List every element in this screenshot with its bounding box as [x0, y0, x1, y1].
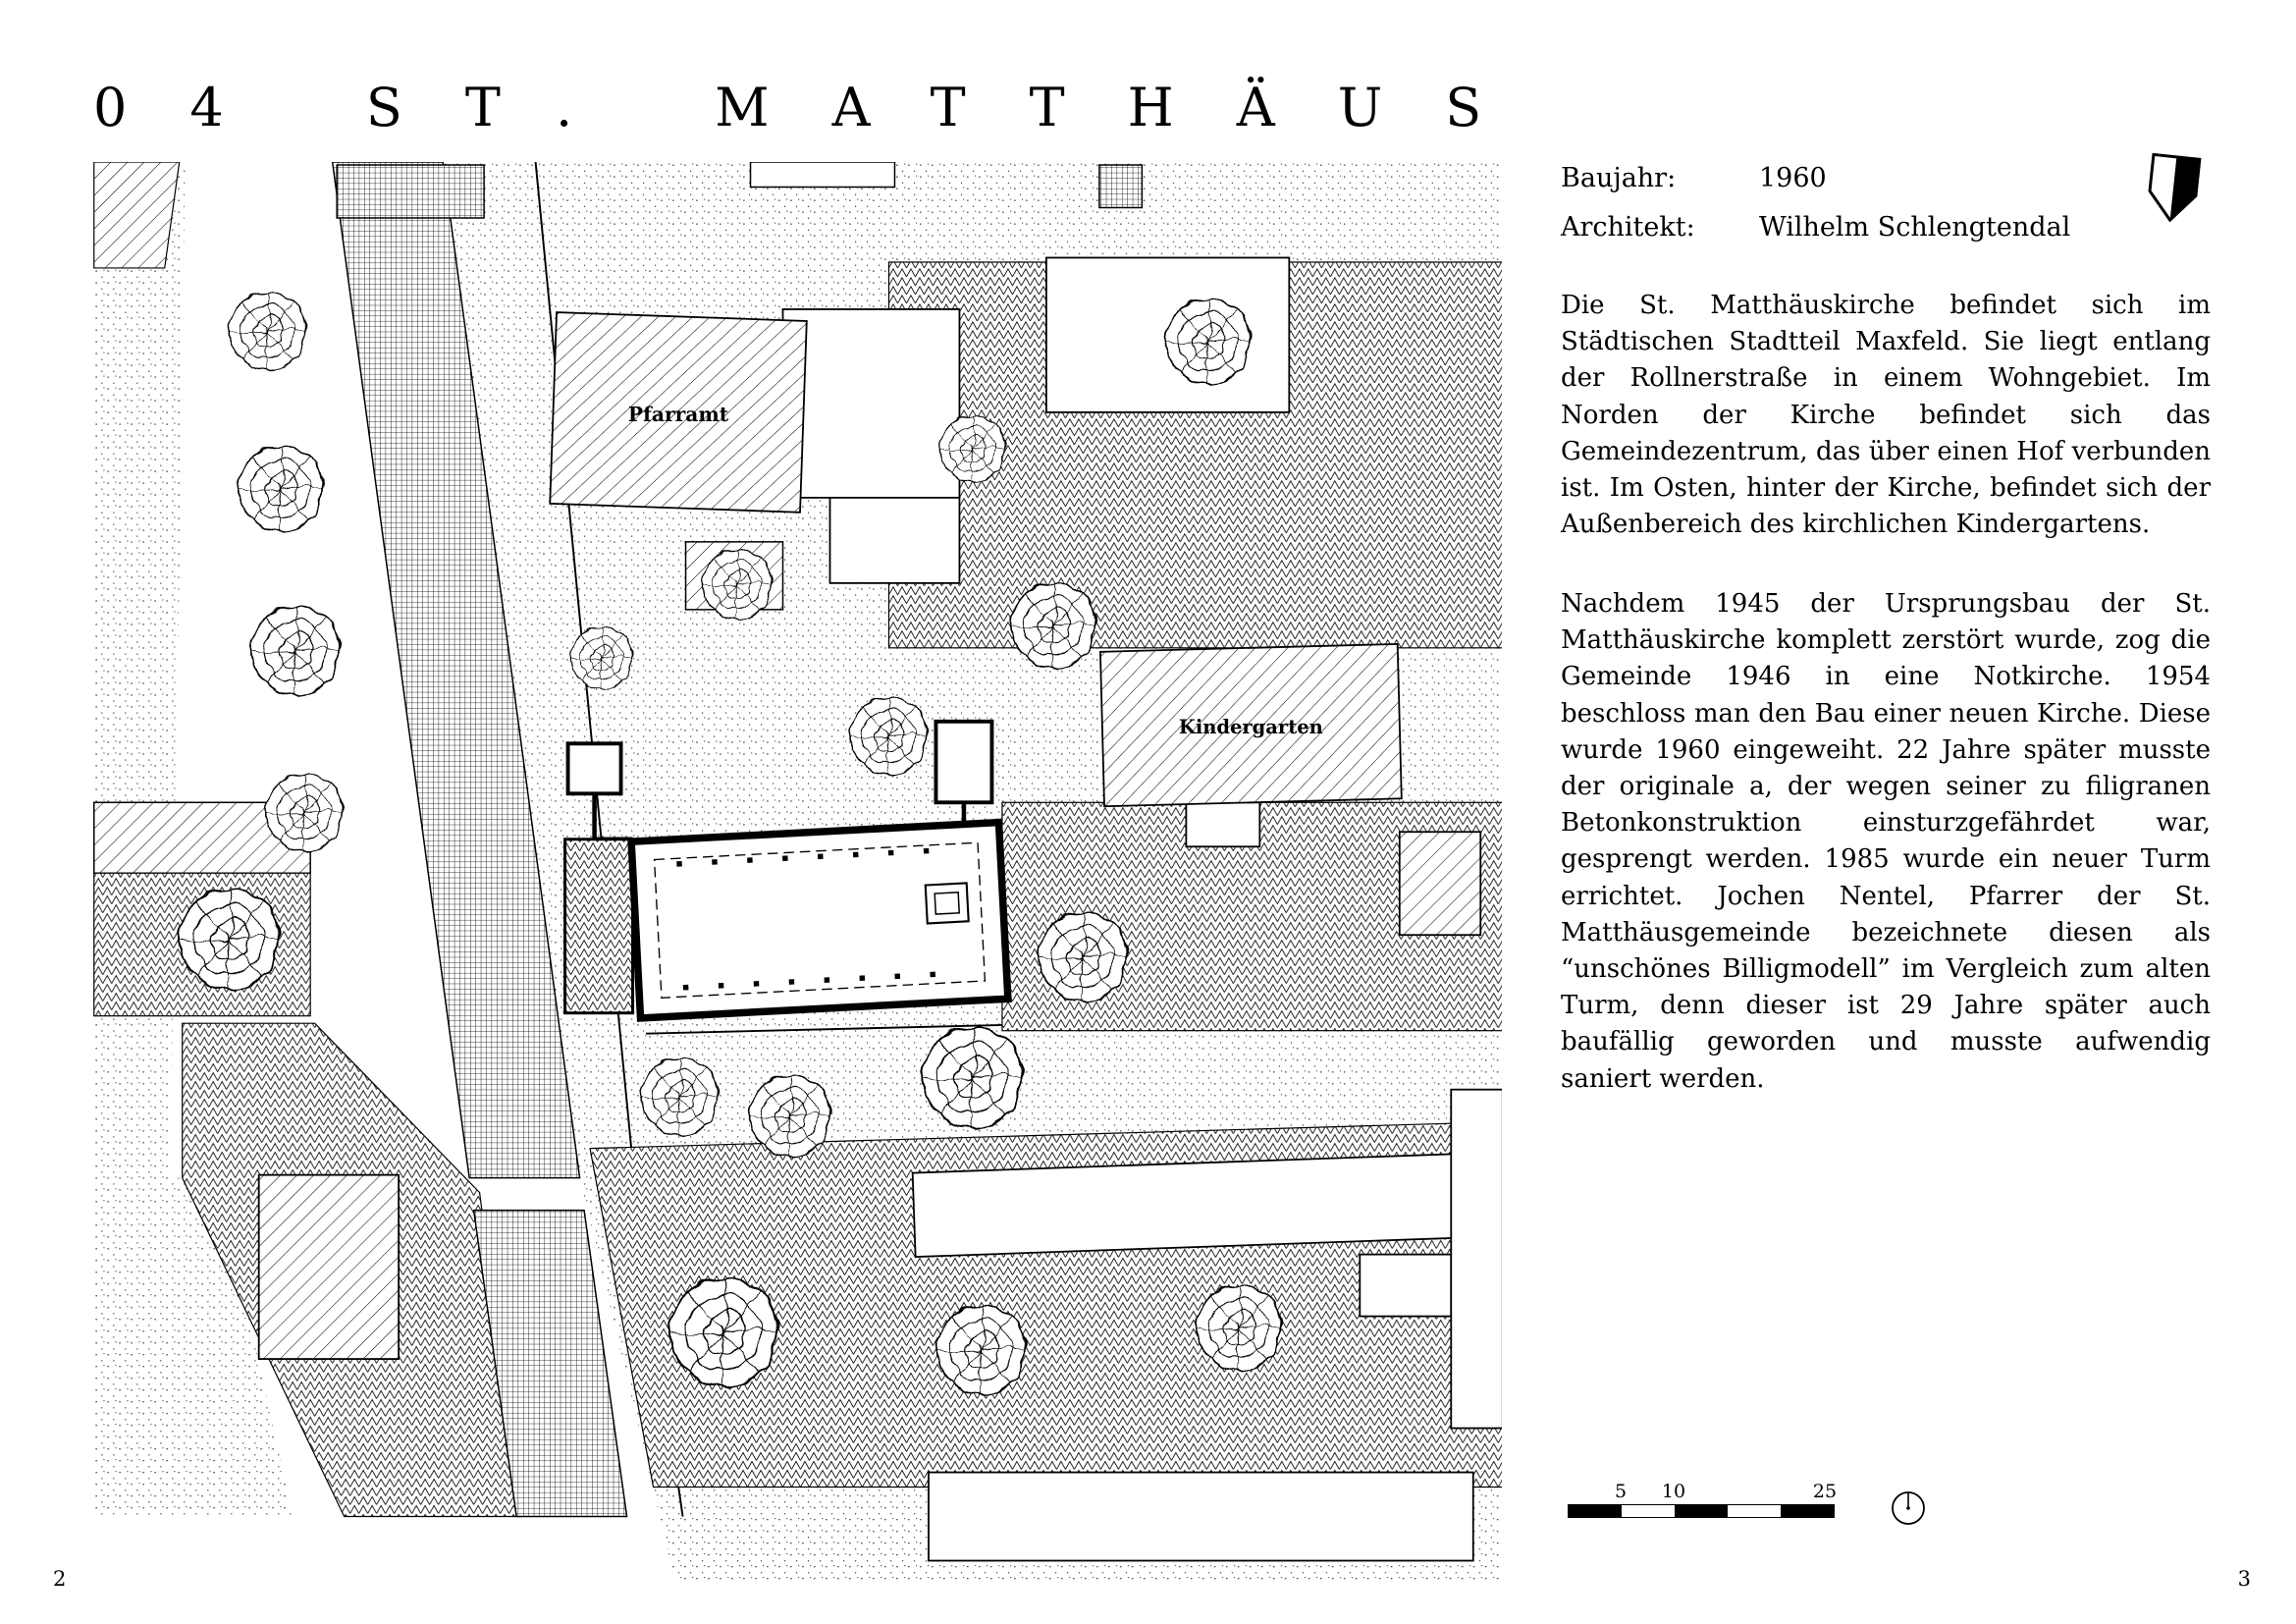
- scale-tick-10: 10: [1661, 1481, 1686, 1502]
- body-paragraph-1: Die St. Matthäuskirche befindet sich im …: [1561, 291, 2211, 540]
- site-plan: Pfarramt Kindergarten: [93, 162, 1502, 1583]
- north-arrow-icon: [1892, 1491, 1925, 1525]
- white-buildings: [781, 256, 1502, 1562]
- pfarramt-label: Pfarramt: [628, 403, 729, 426]
- pavement-strip: [331, 162, 628, 1518]
- baujahr-label: Baujahr:: [1561, 163, 1677, 193]
- body-paragraph-2: Nachdem 1945 der Ursprungsbau der St. Ma…: [1561, 589, 2211, 1094]
- info-row-architekt: Architekt: Wilhelm Schlengtendal: [1561, 212, 2209, 243]
- page-number-right: 3: [2237, 1567, 2251, 1591]
- scale-bar-ticks: 5 10 25: [1568, 1481, 1838, 1502]
- church-building: [563, 719, 1012, 1022]
- architekt-value: Wilhelm Schlengtendal: [1759, 212, 2071, 243]
- scale-tick-25: 25: [1812, 1481, 1838, 1502]
- page-title: 04 ST. MATTHÄUS: [93, 77, 1545, 138]
- scale-bar: 5 10 25: [1568, 1481, 1838, 1526]
- publisher-logo-icon: [2148, 153, 2202, 223]
- hatched-building-east: [1398, 831, 1482, 937]
- kindergarten-label: Kindergarten: [1179, 716, 1323, 738]
- architekt-label: Architekt:: [1561, 212, 1695, 243]
- baujahr-value: 1960: [1759, 163, 1827, 193]
- kindergarten-building: Kindergarten: [1098, 642, 1403, 808]
- top-structures: [749, 162, 1144, 209]
- scale-tick-5: 5: [1614, 1481, 1628, 1502]
- church-columns: [676, 847, 936, 991]
- scale-bar-strip: [1568, 1504, 1835, 1518]
- page-number-left: 2: [53, 1567, 67, 1591]
- info-row-baujahr: Baujahr: 1960: [1561, 163, 2209, 193]
